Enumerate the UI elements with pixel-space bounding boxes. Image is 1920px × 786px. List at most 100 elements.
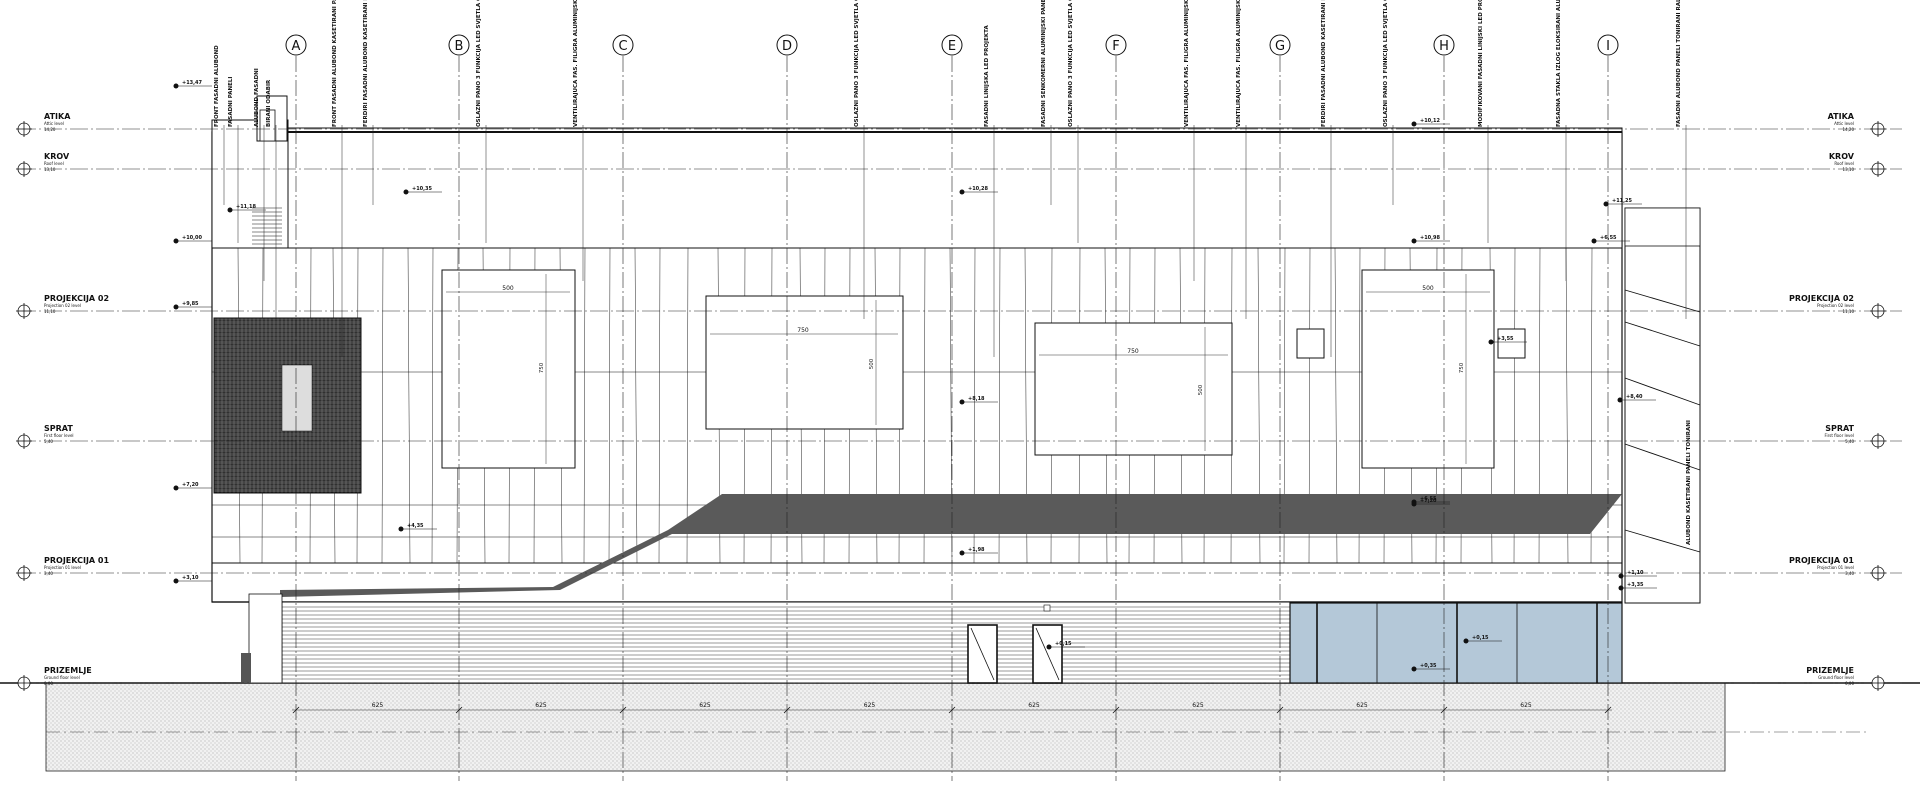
entrance-plinth [248, 593, 283, 684]
grid-label: I [1606, 39, 1610, 54]
level-name-left: SPRAT [44, 424, 73, 433]
elevation-mark-icon [173, 485, 179, 491]
grid-label: H [1439, 39, 1449, 54]
elevation-mark-icon [173, 83, 179, 89]
elevation-mark-icon [403, 189, 409, 195]
elevation-mark-label: +10,35 [412, 186, 433, 192]
level-sub-left: Roof level [44, 161, 64, 166]
level-value-left: 11,10 [44, 309, 56, 314]
panel-height-label: 750 [539, 362, 545, 373]
elevation-mark-label: +11,18 [236, 204, 257, 210]
level-name-right: SPRAT [1825, 424, 1854, 433]
grid-bubble [1105, 34, 1127, 56]
dimension-label: 625 [535, 702, 547, 709]
annotation-text: BIRANI ODABIR [266, 79, 272, 127]
annotation-text: ALUBOND FASADNI [254, 68, 260, 127]
elevation-mark-label: +8,40 [1626, 394, 1643, 400]
dimension-tick [455, 706, 463, 714]
elevation-mark-icon [1488, 339, 1494, 345]
panel-width-label: 500 [1422, 285, 1434, 292]
level-sub-right: Projection 02 level [1817, 303, 1854, 308]
dimension-label: 625 [864, 702, 876, 709]
facade-panel-line [381, 247, 384, 564]
grid-bubble [612, 34, 634, 56]
level-value-left: 14,20 [44, 127, 56, 132]
elevation-mark-label: +3,35 [1627, 582, 1644, 588]
elevation-mark-icon [173, 304, 179, 310]
level-sub-left: Attic level [44, 121, 64, 126]
entrance-step [241, 653, 251, 683]
elevation-mark-label: +6,55 [1600, 235, 1617, 241]
level-name-left: KROV [44, 152, 70, 161]
elevation-mark-label: +11,25 [1612, 198, 1633, 204]
dimension-tick [292, 706, 300, 714]
elevation-mark-label: +8,18 [968, 396, 985, 402]
level-value-right: 5,40 [1845, 439, 1854, 444]
grid-bubble [941, 34, 963, 56]
dimension-tick [1112, 706, 1120, 714]
grid-label: E [948, 39, 956, 54]
annotation-text: OSLAZNI PANO 3 FUNKCIJA LED SVJETLA OSVE… [854, 0, 860, 127]
panel-height-label: 500 [869, 358, 875, 369]
annotation-text: OSLAZNI PANO 3 FUNKCIJA LED SVJETLA OSVE… [1383, 0, 1389, 127]
annex-stripe [1624, 443, 1701, 471]
grid-label: B [455, 39, 464, 54]
grid-bubble [776, 34, 798, 56]
annotation-text: OSLAZNI PANO 3 FUNKCIJA LED SVJETLA OSVE… [1068, 0, 1074, 127]
annotation-text: FASADNA STAKLA IZLOG ELOKSIRANI ALUMINIJ… [1556, 0, 1562, 127]
small-panel [1296, 328, 1325, 359]
dimension-tick [1604, 706, 1612, 714]
elevation-mark-icon [1617, 397, 1623, 403]
elevation-mark-label: +10,12 [1420, 118, 1441, 124]
grid-bubble [448, 34, 470, 56]
level-value-left: 0,00 [44, 681, 53, 686]
elevation-mark-label: +13,47 [182, 80, 203, 86]
elevation-mark-label: +0,15 [1472, 635, 1489, 641]
elevation-marks: +13,47+11,18+10,35+10,00+7,20+3,10+10,28… [173, 80, 1657, 672]
elevation-mark-icon [1463, 638, 1469, 644]
level-sub-left: Projection 02 level [44, 303, 81, 308]
dimension-label: 625 [1520, 702, 1532, 709]
elevation-mark-label: +3,10 [182, 575, 199, 581]
grid-label: A [292, 39, 301, 54]
annex-stripe [1624, 289, 1701, 313]
dimension-tick [1440, 706, 1448, 714]
elevation-mark-icon [398, 526, 404, 532]
grid-bubble [1269, 34, 1291, 56]
grid-bubble [285, 34, 307, 56]
elevation-mark-icon [173, 578, 179, 584]
elevation-mark-icon [1411, 238, 1417, 244]
illuminated-panel-2 [705, 295, 904, 430]
level-name-left: PROJEKCIJA 02 [44, 294, 109, 303]
panel-width-label: 750 [1127, 348, 1139, 355]
annex-stripe [1624, 377, 1701, 406]
panel-height-label: 750 [1459, 362, 1465, 373]
elevation-mark-icon [1591, 238, 1597, 244]
elevation-mark-icon [1411, 501, 1417, 507]
annotation-text: FRONT FASADNI ALUBOND KASETIRANI PANELI … [332, 0, 338, 127]
dimension-tick [948, 706, 956, 714]
annotation-text: FASADNI ALUBOND PANELI TONIRANI RAL 9016… [1676, 0, 1682, 127]
grid-bubble [1433, 34, 1455, 56]
dimension-label: 625 [1356, 702, 1368, 709]
level-name-right: PROJEKCIJA 02 [1789, 294, 1854, 303]
level-name-left: ATIKA [44, 112, 71, 121]
level-name-right: PRIZEMLJE [1806, 666, 1854, 675]
elevation-mark-label: +4,35 [407, 523, 424, 529]
level-value-right: 0,00 [1845, 681, 1854, 686]
dimension-label: 625 [372, 702, 384, 709]
annotation-text: OSLAZNI PANO 3 FUNKCIJA LED SVJETLA OSVE… [476, 0, 482, 127]
dimension-tick [619, 706, 627, 714]
grid-label: D [782, 39, 792, 54]
elevation-mark-icon [1618, 585, 1624, 591]
elevation-mark-icon [1411, 666, 1417, 672]
elevation-mark-icon [1618, 573, 1624, 579]
annotation-text: MODIFIKOVANI FASADNI LINIJSKI LED PROJEK… [1478, 0, 1484, 127]
facade-panel-line [407, 247, 411, 564]
glass-mullions [1316, 603, 1598, 683]
door-right-leaf [1035, 627, 1060, 681]
